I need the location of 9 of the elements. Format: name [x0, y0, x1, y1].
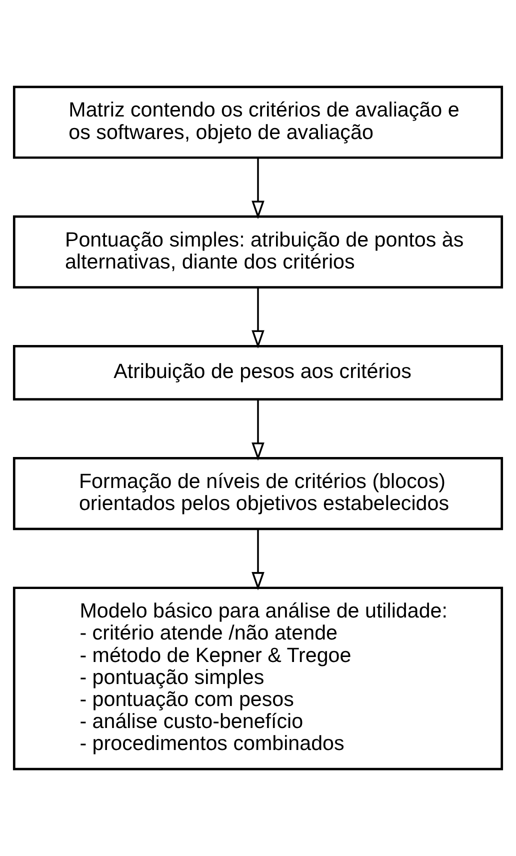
node-box: Atribuição de pesos aos critérios [12, 345, 504, 400]
node-box: Formação de níveis de critérios (blocos) orientados pelos objetivos estabelecidos [12, 457, 504, 530]
arrow [252, 529, 264, 590]
node-box: Matriz contendo os critérios de avaliação e os softwares, objeto de avaliação [12, 86, 504, 159]
node-box: Pontuação simples: atribuição de pontos às alternativas, diante dos critérios [12, 215, 504, 288]
arrow [252, 158, 264, 220]
arrow [252, 400, 264, 461]
node-box: Modelo básico para análise de utilidade: - critério atende /não atende - método de Kepner & Tregoe - pontuação simples - pontuação com pesos - análise custo-benefício - procedimentos combinados [12, 586, 504, 770]
arrow [252, 288, 264, 349]
